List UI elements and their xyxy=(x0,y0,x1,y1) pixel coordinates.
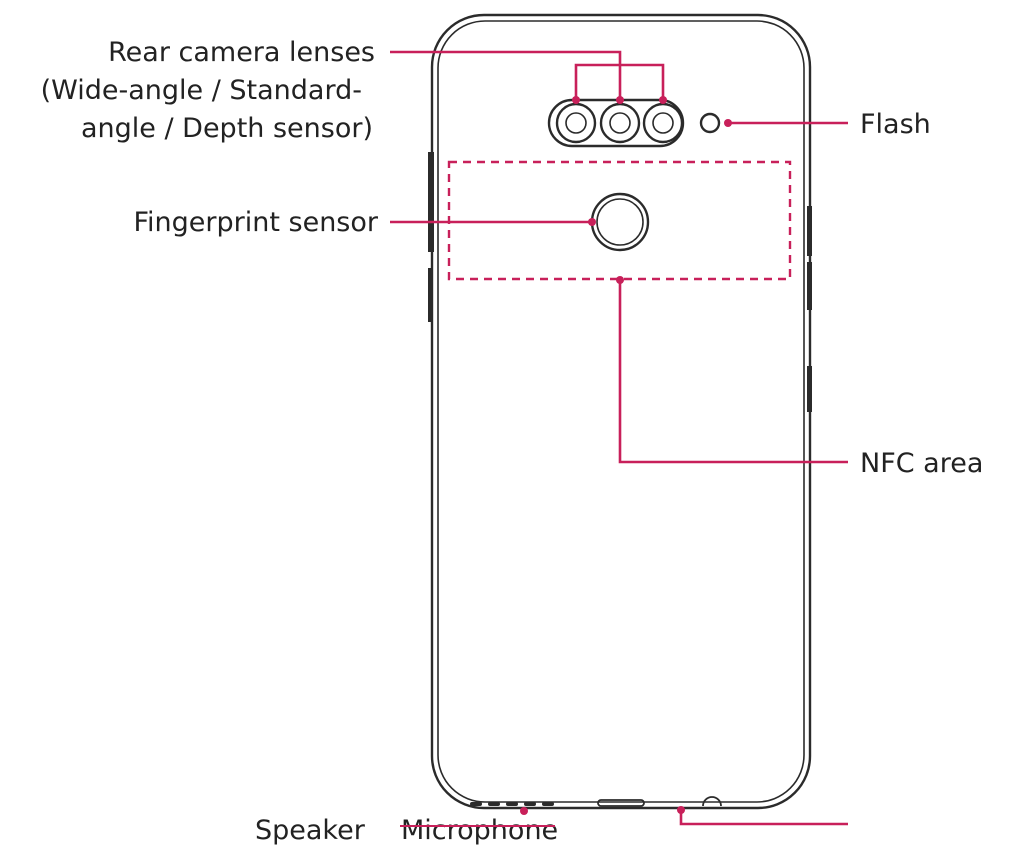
fingerprint-sensor xyxy=(590,192,650,252)
camera-lens-depth xyxy=(642,102,684,144)
speaker-grille xyxy=(470,802,554,806)
leader-bottom-mic xyxy=(679,810,848,826)
left-key-lower xyxy=(428,268,432,322)
label-speaker: Speaker xyxy=(255,815,366,845)
label-rear-camera-1: Rear camera lenses xyxy=(108,37,375,68)
label-fingerprint: Fingerprint sensor xyxy=(133,207,378,238)
leader-endpoint-dot xyxy=(659,96,667,104)
leader-endpoint-dot xyxy=(616,96,624,104)
label-rear-camera-3: angle / Depth sensor) xyxy=(81,113,373,144)
label-rear-camera-2: (Wide-angle / Standard- xyxy=(41,75,362,106)
left-key-upper xyxy=(428,152,434,252)
leader-endpoint-dot xyxy=(588,218,596,226)
bottom-features xyxy=(470,796,722,807)
right-key-upper xyxy=(807,206,812,256)
label-flash: Flash xyxy=(860,109,931,140)
camera-lens-wide xyxy=(555,102,597,144)
leader-endpoint-dot xyxy=(520,807,528,815)
camera-lens-standard xyxy=(599,102,641,144)
leader-nfc xyxy=(618,280,848,464)
leader-camera-bracket xyxy=(574,63,665,100)
leader-endpoint-dot xyxy=(677,806,685,814)
leader-rear-camera xyxy=(390,50,622,100)
leader-endpoint-dot xyxy=(572,96,580,104)
leader-endpoint-dot xyxy=(724,119,732,127)
headphone-jack xyxy=(702,796,722,807)
right-key-lower xyxy=(807,366,812,412)
leader-lines xyxy=(390,50,848,826)
right-key-middle xyxy=(807,262,812,310)
label-nfc: NFC area xyxy=(860,448,983,479)
flash-icon xyxy=(699,112,721,134)
side-buttons xyxy=(428,152,812,412)
usb-port xyxy=(597,799,645,807)
label-microphone: Microphone xyxy=(401,815,558,845)
nfc-area-box xyxy=(447,160,792,281)
leader-endpoint-dot xyxy=(616,276,624,284)
camera-module xyxy=(547,98,721,148)
